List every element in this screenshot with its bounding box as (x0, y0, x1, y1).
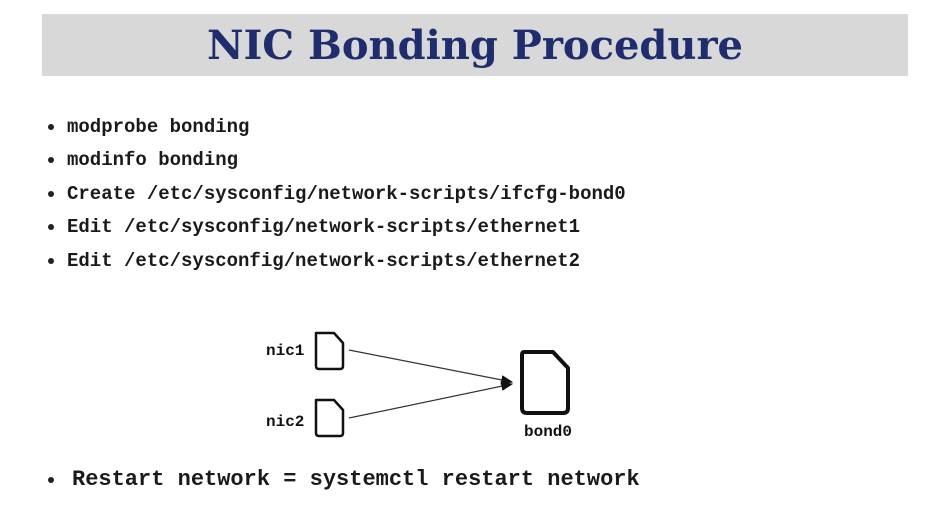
nic1-label: nic1 (266, 342, 305, 360)
nic2-document-icon (314, 398, 345, 438)
bullet-item: modinfo bonding (48, 144, 626, 178)
nic1-document-icon (314, 331, 345, 371)
bullet-item: modprobe bonding (48, 110, 626, 144)
bullet-dot (48, 123, 54, 130)
restart-bullet: Restart network = systemctl restart netw… (48, 467, 640, 492)
bond0-document-icon (520, 350, 570, 415)
bullet-text: Edit /etc/sysconfig/network-scripts/ethe… (67, 216, 581, 239)
bullet-item: Create /etc/sysconfig/network-scripts/if… (48, 177, 626, 211)
bullet-dot (48, 157, 54, 164)
nic2-label: nic2 (266, 413, 305, 431)
restart-text: Restart network = systemctl restart netw… (72, 467, 640, 492)
nic2-arrow (348, 381, 514, 419)
bullet-text: modprobe bonding (67, 115, 250, 138)
bullet-dot (48, 190, 54, 197)
slide-title: NIC Bonding Procedure (207, 21, 743, 69)
bullet-dot (48, 224, 54, 231)
bullet-dot (48, 257, 54, 264)
bullet-text: modinfo bonding (67, 149, 239, 172)
bullet-item: Edit /etc/sysconfig/network-scripts/ethe… (48, 211, 626, 245)
bond0-label: bond0 (524, 423, 573, 441)
bullet-text: Edit /etc/sysconfig/network-scripts/ethe… (67, 249, 581, 272)
bullet-dot (48, 476, 54, 483)
title-bar: NIC Bonding Procedure (42, 14, 908, 76)
bullet-text: Create /etc/sysconfig/network-scripts/if… (67, 182, 626, 205)
nic1-arrow (348, 349, 514, 385)
bullet-list: modprobe bonding modinfo bonding Create … (48, 110, 626, 278)
bullet-item: Edit /etc/sysconfig/network-scripts/ethe… (48, 244, 626, 278)
